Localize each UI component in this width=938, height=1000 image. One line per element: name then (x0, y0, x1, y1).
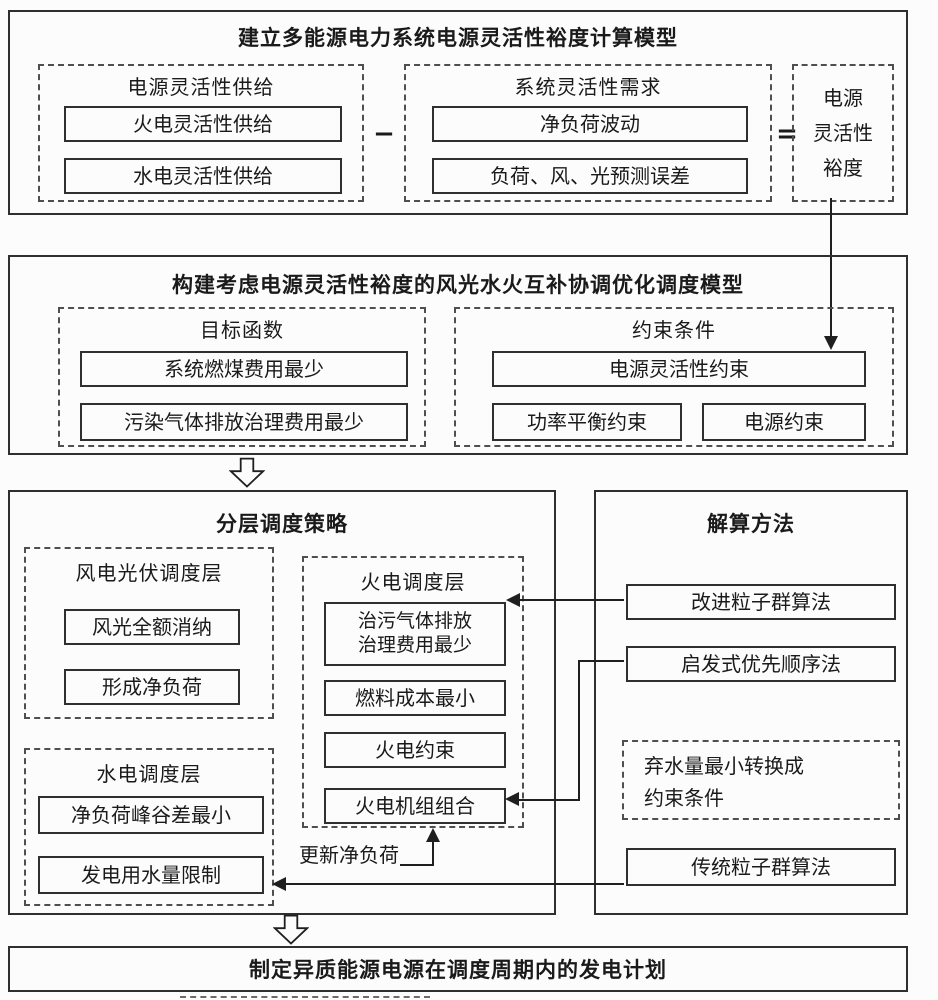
water-spill-note-box: 弃水量最小转换成 约束条件 (622, 740, 900, 820)
margin-model-title: 建立多能源电力系统电源灵活性裕度计算模型 (238, 26, 678, 50)
traditional-pso-arrowhead-icon (272, 877, 286, 891)
peak-valley-box: 净负荷峰谷差最小 (38, 796, 264, 834)
traditional-pso-box: 传统粒子群算法 (626, 848, 896, 886)
generation-plan-box: 制定异质能源电源在调度周期内的发电计划 (8, 946, 908, 992)
objective-group-box: 目标函数 系统燃煤费用最少 污染气体排放治理费用最少 (58, 307, 426, 447)
hydro-layer-label: 水电调度层 (96, 762, 202, 786)
margin-model-box: 建立多能源电力系统电源灵活性裕度计算模型 电源灵活性供给 火电灵活性供给 水电灵… (8, 10, 908, 215)
update-net-load-line-v (432, 842, 434, 866)
thermal-pollution-cost-line1: 治污气体排放 (357, 610, 472, 633)
flexibility-margin-box: 电源 灵活性 裕度 (792, 64, 894, 202)
thermal-layer-label: 火电调度层 (360, 570, 466, 594)
wind-solar-layer-box: 风电光伏调度层 风光全额消纳 形成净负荷 (24, 547, 274, 719)
hollow-down-arrow2-icon (273, 914, 309, 945)
flexibility-margin-line3: 裕度 (823, 155, 863, 180)
forecast-error-box: 负荷、风、光预测误差 (432, 158, 748, 194)
objective-group-label: 目标函数 (200, 318, 284, 342)
heuristic-line-v (578, 660, 580, 801)
update-net-load-label: 更新净负荷 (299, 842, 399, 867)
hydro-layer-box: 水电调度层 净负荷峰谷差最小 发电用水量限制 (24, 748, 274, 906)
heuristic-line-h1 (578, 660, 624, 662)
power-balance-constraint-box: 功率平衡约束 (492, 403, 682, 441)
margin-to-constraint-arrowhead-icon (824, 336, 838, 350)
pollution-cost-box: 污染气体排放治理费用最少 (80, 403, 408, 441)
hydro-supply-box: 水电灵活性供给 (64, 158, 342, 194)
unit-commitment-box: 火电机组组合 (324, 788, 506, 824)
thermal-layer-box: 火电调度层 治污气体排放 治理费用最少 燃料成本最小 火电约束 火电机组组合 (302, 556, 524, 828)
heuristic-arrowhead-icon (505, 792, 519, 806)
full-absorption-box: 风光全额消纳 (64, 609, 240, 645)
constraints-group-box: 约束条件 电源灵活性约束 功率平衡约束 电源约束 (454, 307, 894, 447)
supply-group-label: 电源灵活性供给 (127, 75, 275, 99)
water-spill-note-line1: 弃水量最小转换成 (644, 754, 804, 778)
update-net-load-line-h (400, 864, 434, 866)
traditional-pso-to-hydro-line (286, 883, 624, 885)
margin-to-constraint-line (830, 198, 832, 338)
strategy-title: 分层调度策略 (216, 512, 348, 536)
form-net-load-box: 形成净负荷 (64, 669, 240, 705)
constraints-group-label: 约束条件 (632, 318, 716, 342)
solver-title: 解算方法 (707, 512, 795, 536)
wind-solar-layer-label: 风电光伏调度层 (75, 561, 223, 585)
improved-pso-arrowhead-icon (506, 593, 520, 607)
fuel-cost-box: 燃料成本最小 (324, 680, 506, 716)
improved-pso-box: 改进粒子群算法 (626, 584, 896, 620)
flexibility-margin-line2: 灵活性 (813, 120, 873, 145)
water-spill-note-line2: 约束条件 (644, 786, 724, 810)
source-constraint-box: 电源约束 (702, 403, 866, 441)
demand-group-box: 系统灵活性需求 净负荷波动 负荷、风、光预测误差 (404, 64, 772, 202)
thermal-pollution-cost-box: 治污气体排放 治理费用最少 (324, 602, 506, 666)
supply-group-box: 电源灵活性供给 火电灵活性供给 水电灵活性供给 (38, 64, 364, 202)
net-load-fluctuation-box: 净负荷波动 (432, 106, 748, 142)
strategy-box: 分层调度策略 风电光伏调度层 风光全额消纳 形成净负荷 火电调度层 治污气体排放… (8, 490, 556, 915)
thermal-constraint-box: 火电约束 (324, 732, 506, 768)
cropped-dashed-edge (180, 996, 430, 998)
flexibility-constraint-box: 电源灵活性约束 (492, 351, 866, 387)
flexibility-margin-line1: 电源 (823, 85, 863, 110)
thermal-pollution-cost-line2: 治理费用最少 (357, 634, 472, 656)
update-net-load-arrowhead-icon (426, 828, 440, 842)
heuristic-priority-box: 启发式优先顺序法 (626, 646, 896, 682)
heuristic-line-h2 (519, 799, 580, 801)
water-limit-box: 发电用水量限制 (38, 856, 264, 894)
dispatch-model-box: 构建考虑电源灵活性裕度的风光水火互补协调优化调度模型 目标函数 系统燃煤费用最少… (8, 255, 908, 455)
minus-operator: − (373, 119, 395, 149)
coal-cost-box: 系统燃煤费用最少 (80, 351, 408, 387)
improved-pso-to-thermal-line (519, 599, 624, 601)
thermal-supply-box: 火电灵活性供给 (64, 106, 342, 142)
solver-box: 解算方法 改进粒子群算法 启发式优先顺序法 弃水量最小转换成 约束条件 传统粒子… (594, 490, 908, 915)
dispatch-model-title: 构建考虑电源灵活性裕度的风光水火互补协调优化调度模型 (172, 273, 744, 297)
hollow-down-arrow-icon (229, 457, 265, 488)
demand-group-label: 系统灵活性需求 (514, 75, 662, 99)
